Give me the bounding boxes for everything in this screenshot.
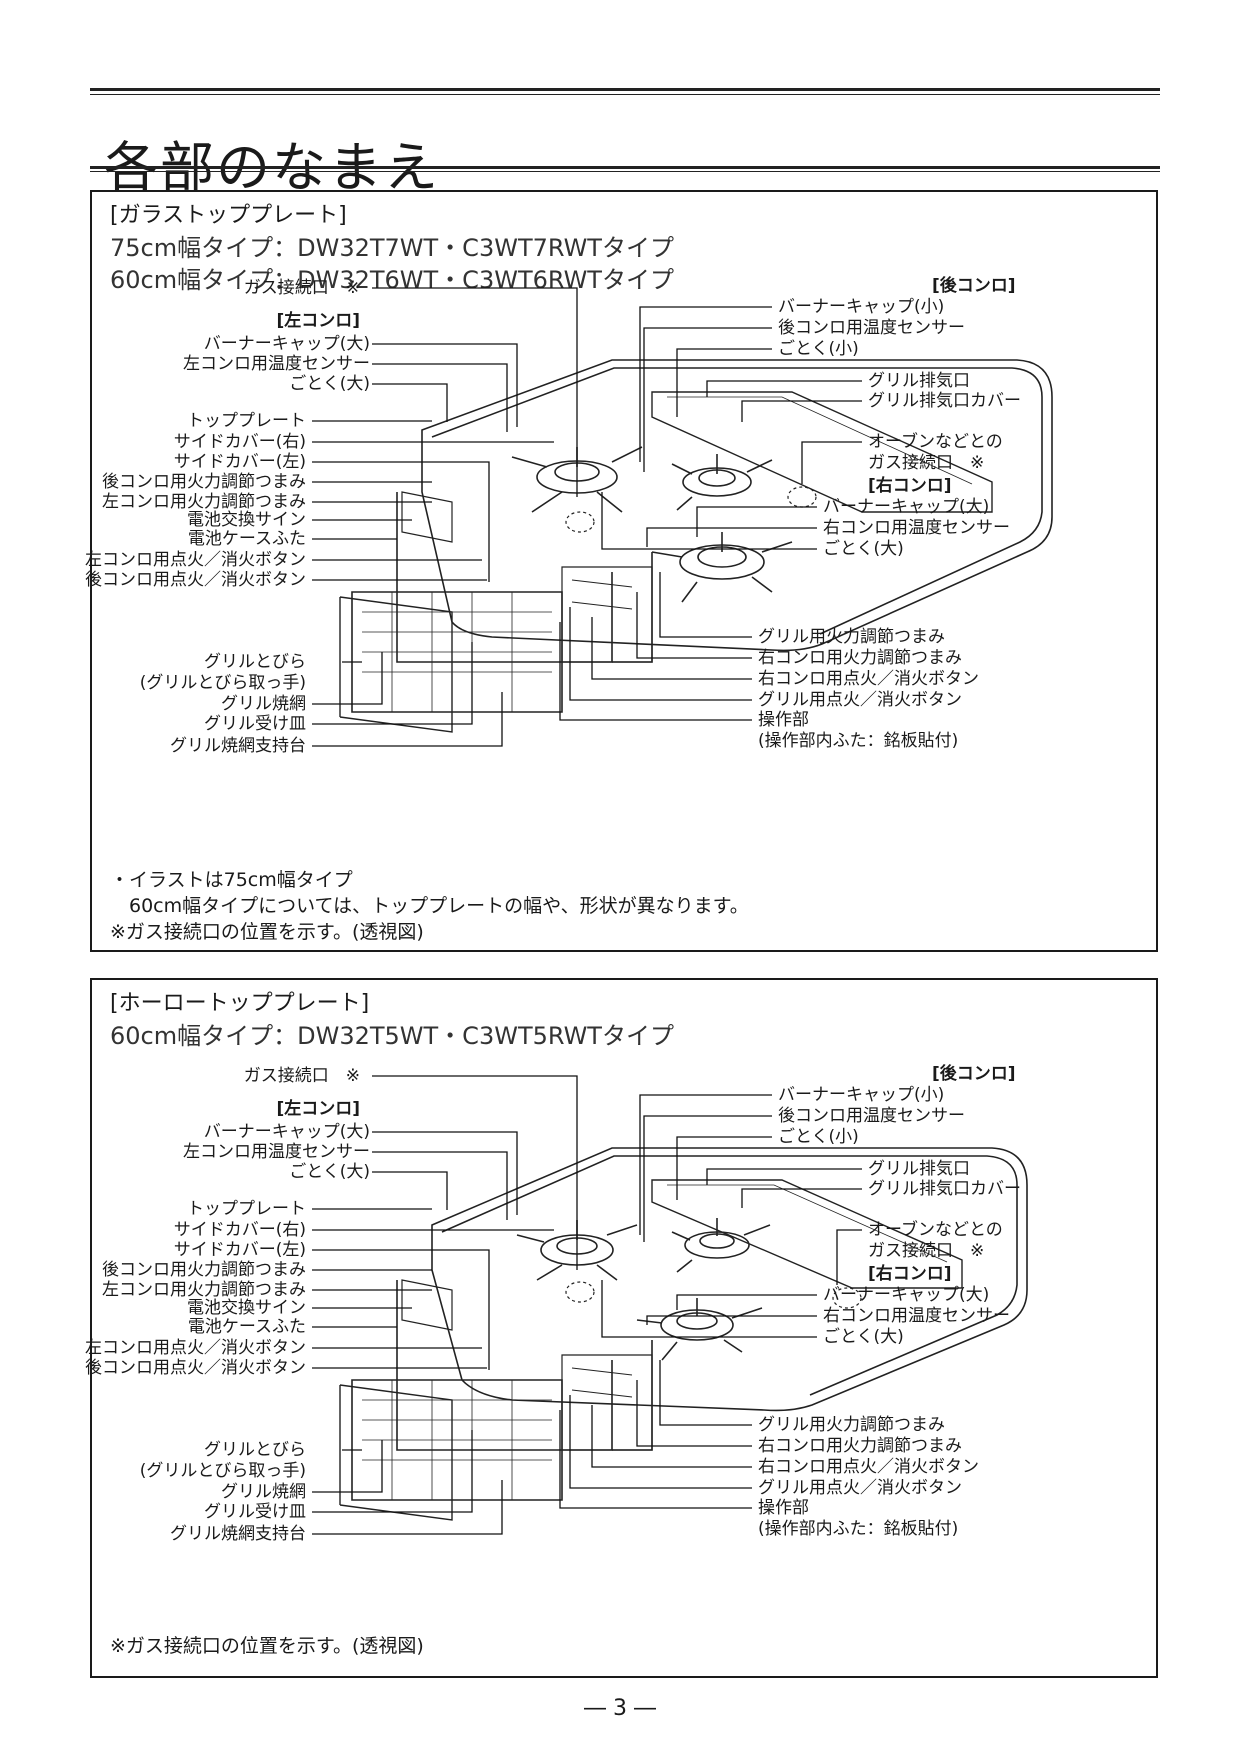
- label-back-ignition: 後コンロ用点火／消火ボタン: [85, 570, 306, 590]
- label-back-burner-header: [後コンロ]: [932, 1064, 1016, 1084]
- label-grill-exhaust-cover: グリル排気口カバー: [868, 391, 1021, 411]
- label-side-cover-left: サイドカバー(左): [173, 452, 306, 472]
- label-trivet-large-right: ごとく(大): [823, 1327, 904, 1347]
- title-rule-top: [90, 88, 1160, 91]
- label-grill-exhaust: グリル排気口: [868, 1159, 970, 1179]
- label-grill-net: グリル焼網: [221, 694, 306, 714]
- label-back-burner-knob: 後コンロ用火力調節つまみ: [102, 1260, 306, 1280]
- label-grill-net: グリル焼網: [221, 1482, 306, 1502]
- label-left-ignition: 左コンロ用点火／消火ボタン: [85, 550, 306, 570]
- label-right-temp-sensor: 右コンロ用温度センサー: [823, 1306, 1010, 1326]
- label-grill-exhaust-cover: グリル排気口カバー: [868, 1179, 1021, 1199]
- title-rule-bottom: [90, 166, 1160, 169]
- label-burner-cap-large-right: バーナーキャップ(大): [823, 497, 990, 517]
- label-grill-net-support: グリル焼網支持台: [170, 736, 306, 756]
- cooktop-illustration: [312, 1075, 1028, 1535]
- note-illustration: ・イラストは75cm幅タイプ: [110, 869, 353, 891]
- label-battery-sign: 電池交換サイン: [187, 510, 306, 530]
- label-gas-connection: ガス接続口 ※: [243, 278, 360, 298]
- label-left-burner-header: [左コンロ]: [276, 1099, 360, 1119]
- note-gas-connection: ※ガス接続口の位置を示す。(透視図): [110, 1635, 424, 1657]
- label-battery-cover: 電池ケースふた: [187, 529, 306, 549]
- label-right-ignition: 右コンロ用点火／消火ボタン: [758, 669, 979, 689]
- label-trivet-large-right: ごとく(大): [823, 539, 904, 559]
- label-back-temp-sensor: 後コンロ用温度センサー: [778, 1106, 965, 1126]
- label-oven-gas-1: オーブンなどとの: [868, 1220, 1003, 1240]
- label-side-cover-left: サイドカバー(左): [173, 1240, 306, 1260]
- label-gas-connection: ガス接続口 ※: [243, 1066, 360, 1086]
- label-control-panel: 操作部: [758, 710, 809, 730]
- label-back-ignition: 後コンロ用点火／消火ボタン: [85, 1358, 306, 1378]
- label-back-burner-header: [後コンロ]: [932, 276, 1016, 296]
- title-rule-bottom-thin: [90, 171, 1160, 172]
- panel-heading: [ガラストッププレート]: [110, 203, 347, 228]
- label-oven-gas-1: オーブンなどとの: [868, 432, 1003, 452]
- label-grill-knob: グリル用火力調節つまみ: [758, 627, 945, 647]
- label-control-panel-note: (操作部内ふた：銘板貼付): [758, 731, 959, 751]
- label-battery-sign: 電池交換サイン: [187, 1298, 306, 1318]
- label-top-plate: トッププレート: [187, 411, 306, 431]
- label-oven-gas-2: ガス接続口 ※: [868, 453, 985, 473]
- label-left-temp-sensor: 左コンロ用温度センサー: [183, 1142, 370, 1162]
- label-left-burner-knob: 左コンロ用火力調節つまみ: [102, 1280, 306, 1300]
- label-burner-cap-large: バーナーキャップ(大): [203, 334, 370, 354]
- label-right-burner-header: [右コンロ]: [868, 476, 952, 496]
- label-trivet-small: ごとく(小): [778, 1127, 859, 1147]
- label-side-cover-right: サイドカバー(右): [173, 432, 306, 452]
- label-grill-door: グリルとびら: [204, 652, 306, 672]
- label-right-knob: 右コンロ用火力調節つまみ: [758, 648, 962, 668]
- label-battery-cover: 電池ケースふた: [187, 1317, 306, 1337]
- label-left-ignition: 左コンロ用点火／消火ボタン: [85, 1338, 306, 1358]
- label-burner-cap-small: バーナーキャップ(小): [778, 1085, 945, 1105]
- label-right-ignition: 右コンロ用点火／消火ボタン: [758, 1457, 979, 1477]
- label-burner-cap-large: バーナーキャップ(大): [203, 1122, 370, 1142]
- label-right-burner-header: [右コンロ]: [868, 1264, 952, 1284]
- label-left-burner-header: [左コンロ]: [276, 311, 360, 331]
- label-grill-net-support: グリル焼網支持台: [170, 1524, 306, 1544]
- cooktop-illustration: [312, 287, 1053, 747]
- label-trivet-large: ごとく(大): [289, 374, 370, 394]
- enamel-top-panel: [ホーロートッププレート] 60cm幅タイプ：DW32T5WT・C3WT5RWT…: [85, 978, 1158, 1678]
- label-control-panel: 操作部: [758, 1498, 809, 1518]
- note-gas-connection: ※ガス接続口の位置を示す。(透視図): [110, 921, 424, 943]
- label-control-panel-note: (操作部内ふた：銘板貼付): [758, 1519, 959, 1539]
- panel-heading: [ホーロートッププレート]: [110, 991, 370, 1016]
- title-rule-top-thin: [90, 94, 1160, 95]
- model-line-60: 60cm幅タイプ：DW32T6WT・C3WT6RWTタイプ: [110, 266, 674, 294]
- label-burner-cap-large-right: バーナーキャップ(大): [823, 1285, 990, 1305]
- label-grill-ignition: グリル用点火／消火ボタン: [758, 690, 962, 710]
- label-trivet-large: ごとく(大): [289, 1162, 370, 1182]
- label-back-temp-sensor: 後コンロ用温度センサー: [778, 318, 965, 338]
- page-number: ― 3 ―: [584, 1696, 656, 1721]
- label-grill-door-handle: (グリルとびら取っ手): [139, 673, 306, 693]
- label-left-temp-sensor: 左コンロ用温度センサー: [183, 354, 370, 374]
- label-grill-pan: グリル受け皿: [204, 714, 306, 734]
- glass-top-panel: [ガラストッププレート] 75cm幅タイプ：DW32T7WT・C3WT7RWTタ…: [85, 190, 1158, 952]
- label-grill-ignition: グリル用点火／消火ボタン: [758, 1478, 962, 1498]
- label-grill-knob: グリル用火力調節つまみ: [758, 1415, 945, 1435]
- label-top-plate: トッププレート: [187, 1199, 306, 1219]
- label-back-burner-knob: 後コンロ用火力調節つまみ: [102, 472, 306, 492]
- label-side-cover-right: サイドカバー(右): [173, 1220, 306, 1240]
- label-left-burner-knob: 左コンロ用火力調節つまみ: [102, 492, 306, 512]
- model-line-75: 75cm幅タイプ：DW32T7WT・C3WT7RWTタイプ: [110, 234, 674, 262]
- label-oven-gas-2: ガス接続口 ※: [868, 1241, 985, 1261]
- label-burner-cap-small: バーナーキャップ(小): [778, 297, 945, 317]
- label-right-temp-sensor: 右コンロ用温度センサー: [823, 518, 1010, 538]
- note-60cm: 60cm幅タイプについては、トッププレートの幅や、形状が異なります。: [110, 895, 749, 917]
- model-line-60: 60cm幅タイプ：DW32T5WT・C3WT5RWTタイプ: [110, 1022, 674, 1050]
- label-grill-exhaust: グリル排気口: [868, 371, 970, 391]
- label-grill-door: グリルとびら: [204, 1440, 306, 1460]
- label-right-knob: 右コンロ用火力調節つまみ: [758, 1436, 962, 1456]
- label-grill-pan: グリル受け皿: [204, 1502, 306, 1522]
- label-trivet-small: ごとく(小): [778, 339, 859, 359]
- label-grill-door-handle: (グリルとびら取っ手): [139, 1461, 306, 1481]
